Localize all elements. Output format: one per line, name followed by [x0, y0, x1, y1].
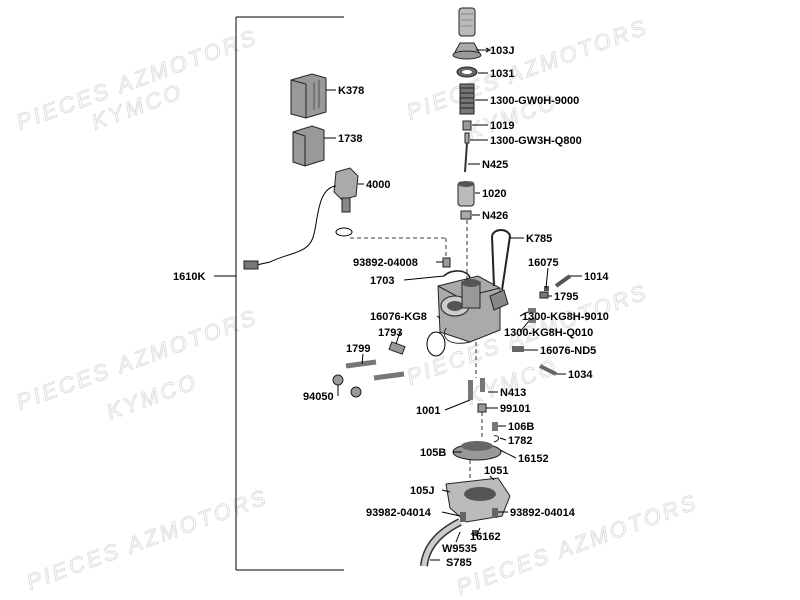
- callout-labels: 103J 1031 1300-GW0H-9000 1019 1300-GW3H-…: [303, 45, 609, 569]
- throttle-valve-icon: [457, 181, 475, 207]
- label-1793: 1793: [378, 327, 402, 339]
- leader-lines: [324, 47, 582, 561]
- throttle-spring-icon: [459, 83, 475, 115]
- plate-1793-icon: [388, 341, 406, 355]
- screw-1014-icon: [554, 274, 572, 288]
- label-1795: 1795: [554, 291, 578, 303]
- pilot-jet-icon: [528, 308, 536, 323]
- label-16076-kg8: 16076-KG8: [370, 311, 427, 323]
- label-1703: 1703: [370, 275, 394, 287]
- label-1300-gw3h-q800: 1300-GW3H-Q800: [490, 135, 582, 147]
- carburetor-body-icon: [437, 275, 509, 344]
- auto-choke-4000-icon: [243, 167, 359, 270]
- gasket-ring-icon: [426, 331, 446, 357]
- watermark-text: PIECES AZMOTORS: [23, 484, 271, 595]
- label-n425: N425: [482, 159, 508, 171]
- label-94050: 94050: [303, 391, 334, 403]
- label-16075: 16075: [528, 257, 559, 269]
- label-93982-04014: 93982-04014: [366, 507, 432, 519]
- float-105b-icon: [452, 441, 502, 461]
- choke-cover-k378-icon: [290, 73, 327, 119]
- choke-cover-1738-icon: [292, 125, 325, 167]
- nut-94050-icon: [332, 374, 362, 398]
- washer-16075-icon: [544, 286, 549, 291]
- throttle-cable-cap-icon: [458, 7, 476, 37]
- screw-1034-icon: [539, 364, 557, 376]
- assembly-bracket: 1610K: [173, 16, 344, 571]
- label-1300-kg8h-9010: 1300-KG8H-9010: [522, 311, 609, 323]
- hose-clip-icon: [472, 530, 478, 536]
- label-1051: 1051: [484, 465, 508, 477]
- tube-k785-icon: [491, 229, 512, 291]
- drain-hose-icon: [420, 518, 462, 567]
- label-1014: 1014: [584, 271, 609, 283]
- watermark-layer: PIECES AZMOTORS KYMCO PIECES AZMOTORS KY…: [13, 13, 702, 600]
- label-106b: 106B: [508, 421, 534, 433]
- valve-screw-icon: [460, 210, 472, 220]
- label-1020: 1020: [482, 188, 506, 200]
- top-cap-nut-icon: [452, 42, 482, 60]
- label-105j: 105J: [410, 485, 434, 497]
- label-1738: 1738: [338, 133, 362, 145]
- label-1019: 1019: [490, 120, 514, 132]
- label-k378: K378: [338, 85, 364, 97]
- spring-1795-icon: [539, 291, 549, 299]
- assembly-guide-lines: [350, 220, 483, 478]
- label-16152: 16152: [518, 453, 549, 465]
- float-needle-icon: [492, 422, 500, 443]
- label-1300-kg8h-q010: 1300-KG8H-Q010: [504, 327, 593, 339]
- assembly-label: 1610K: [173, 271, 205, 283]
- label-s785: S785: [446, 557, 472, 569]
- label-93892-04008: 93892-04008: [353, 257, 418, 269]
- label-103j: 103J: [490, 45, 514, 57]
- label-99101: 99101: [500, 403, 531, 415]
- label-1799: 1799: [346, 343, 370, 355]
- jet-needle-icon: [464, 132, 470, 173]
- label-1031: 1031: [490, 68, 514, 80]
- label-k785: K785: [526, 233, 552, 245]
- label-n413: N413: [500, 387, 526, 399]
- bowl-screw-icon: [460, 508, 498, 522]
- label-4000: 4000: [366, 179, 390, 191]
- label-16076-nd5: 16076-ND5: [540, 345, 596, 357]
- stud-bolt-1799-icon: [345, 359, 405, 381]
- needle-clip-icon: [462, 120, 472, 131]
- label-93892-04014: 93892-04014: [510, 507, 576, 519]
- screw-93892-icon: [442, 257, 451, 268]
- label-w9535: W9535: [442, 543, 477, 555]
- label-1782: 1782: [508, 435, 532, 447]
- label-16162: 16162: [470, 531, 501, 543]
- o-ring-1031-icon: [456, 66, 478, 78]
- clip-1703-icon: [443, 270, 471, 279]
- label-105b: 105B: [420, 447, 446, 459]
- label-1034: 1034: [568, 369, 593, 381]
- label-1300-gw0h-9000: 1300-GW0H-9000: [490, 95, 579, 107]
- label-n426: N426: [482, 210, 508, 222]
- label-1001: 1001: [416, 405, 440, 417]
- screw-16076nd5-icon: [512, 346, 524, 352]
